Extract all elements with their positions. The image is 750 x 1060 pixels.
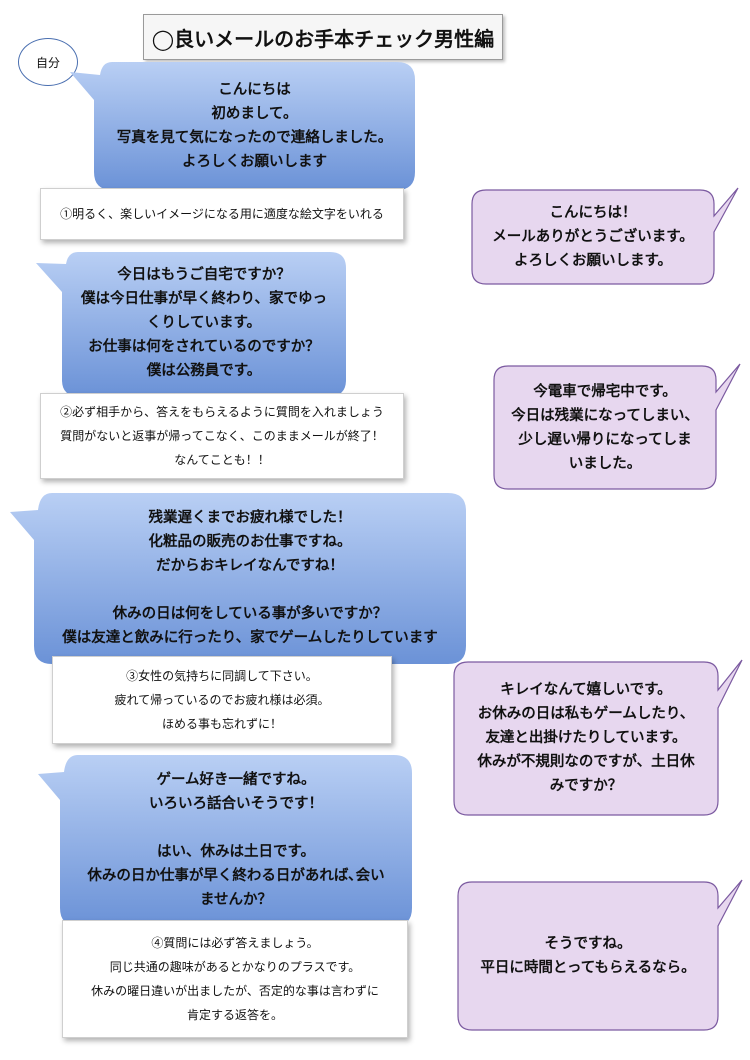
male-message-2: 今日はもうご自宅ですか？ 僕は今日仕事が早く終わり、家でゆっ くりしています。 … (81, 267, 327, 379)
tip-note-4: ④質問には必ず答えましょう。 同じ共通の趣味があるとかなりのプラスです。 休みの… (62, 920, 408, 1038)
tip-note-1: ①明るく、楽しいイメージになる用に適度な絵文字をいれる (40, 188, 404, 240)
male-message-1: こんにちは 初めまして。 写真を見て気になったので連絡しました。 よろしくお願い… (116, 82, 393, 170)
female-message-1: こんにちは！ メールありがとうございます。 よろしくお願いします。 (492, 205, 694, 269)
female-message-4: そうですね。 平日に時間とってもらえるなら。 (480, 936, 696, 976)
tip-note-3: ③女性の気持ちに同調して下さい。 疲れて帰っているのでお疲れ様は必須。 ほめる事… (52, 656, 392, 744)
page-title: ◯良いメールのお手本チェック男性編 (143, 14, 503, 60)
tip-note-2: ②必ず相手から、答えをもらえるように質問を入れましょう 質問がないと返事が帰って… (40, 393, 404, 479)
me-label: 自分 (18, 38, 78, 86)
female-message-3: キレイなんて嬉しいです。 お休みの日は私もゲームしたり、 友達と出掛けたりしてい… (477, 682, 695, 794)
female-message-2: 今電車で帰宅中です。 今日は残業になってしまい、 少し遅い帰りになってしま いま… (511, 383, 699, 472)
male-message-4: ゲーム好き一緒ですね。 いろいろ話合いそうです！ はい、休みは土日です。 休みの… (87, 772, 385, 908)
male-message-3: 残業遅くまでお疲れ様でした！ 化粧品の販売のお仕事ですね。 だからおキレイなんで… (62, 509, 438, 646)
